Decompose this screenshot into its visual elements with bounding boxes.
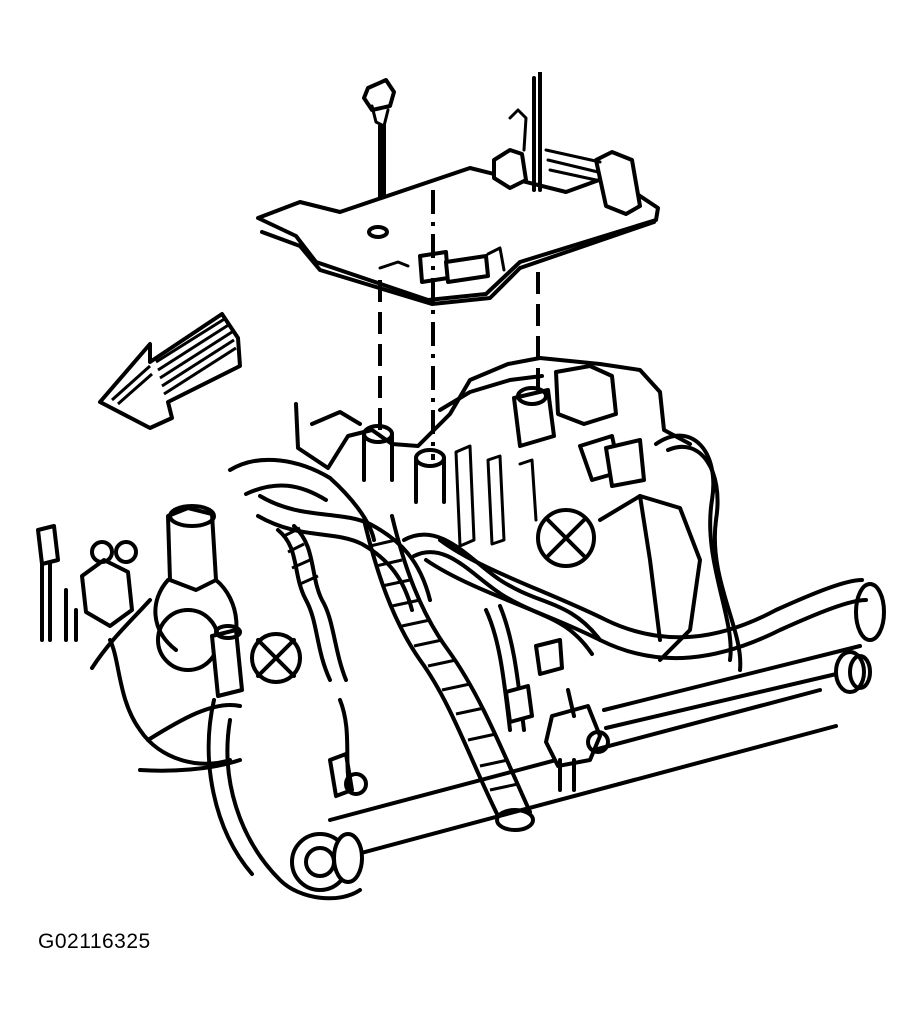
mounting-bracket <box>256 76 660 306</box>
alignment-lines <box>378 72 542 460</box>
engine-intake-manifold <box>36 356 886 901</box>
figure-code-label: G02116325 <box>38 930 151 953</box>
front-direction-arrow-icon <box>98 312 242 430</box>
